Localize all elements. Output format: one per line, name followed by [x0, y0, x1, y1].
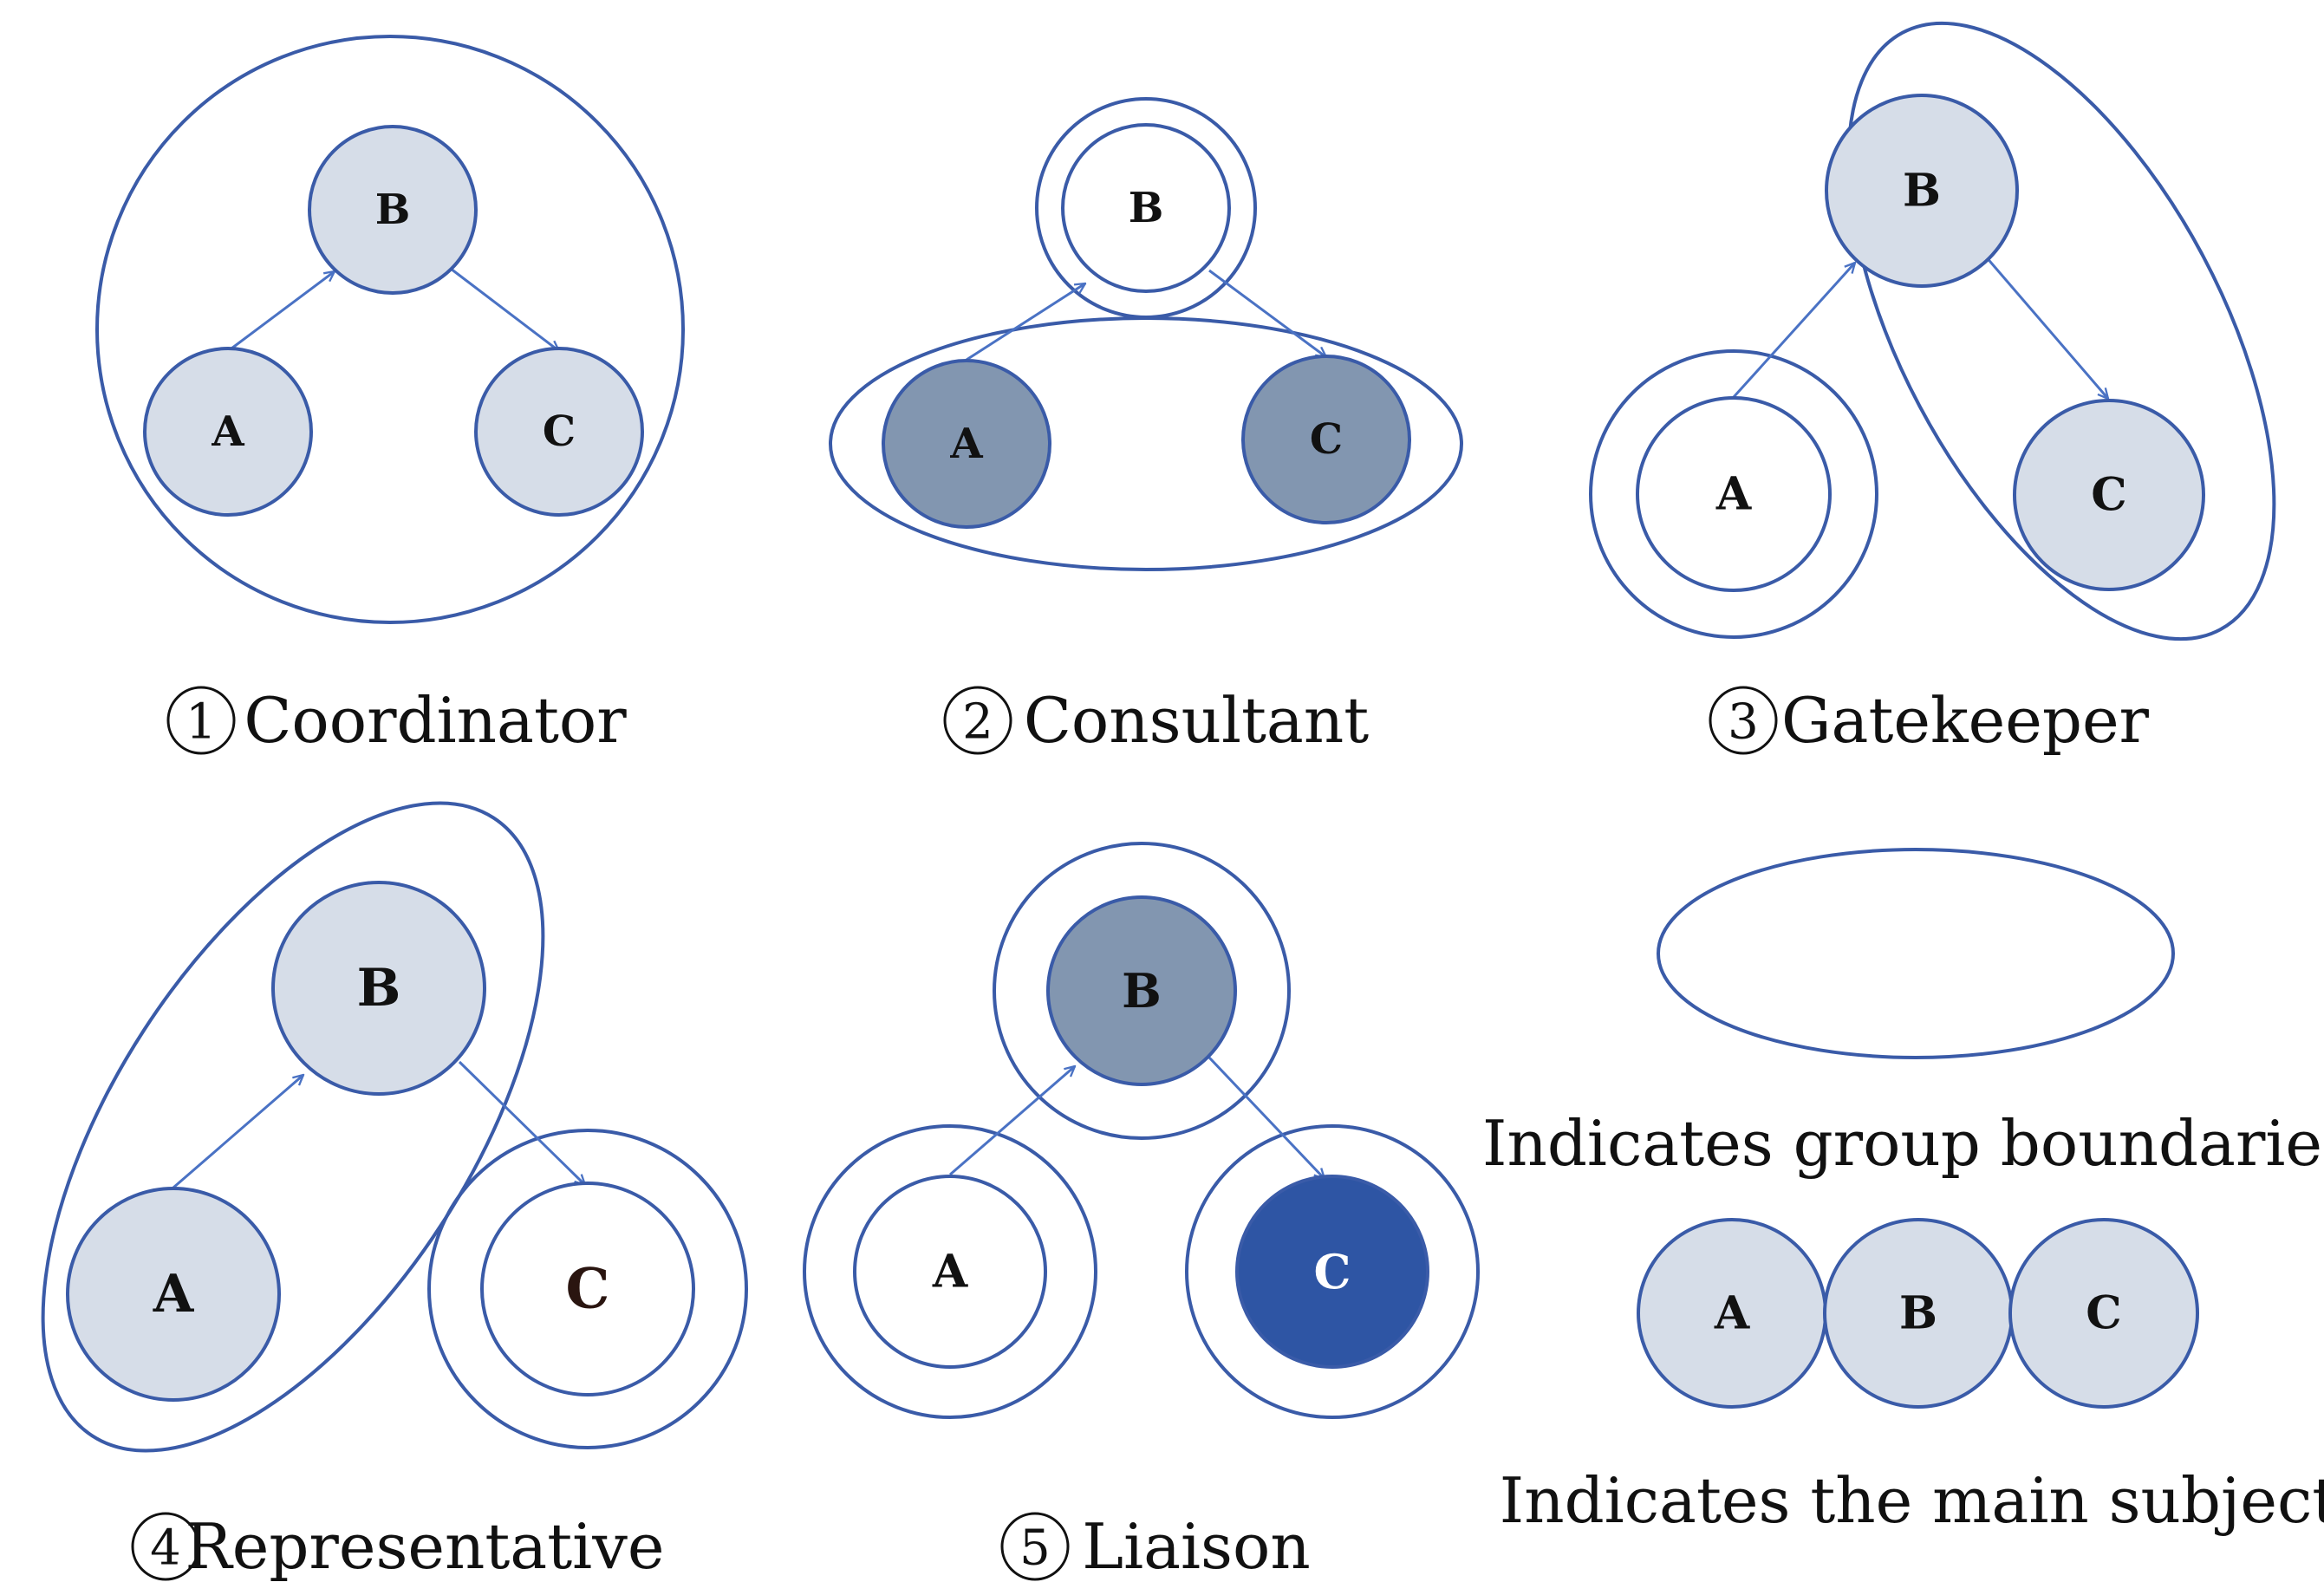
number-circle — [166, 686, 236, 755]
legend-node-b: B — [1823, 1218, 2014, 1409]
caption-label: Consultant — [1024, 684, 1369, 757]
node-b: B — [1825, 94, 2019, 288]
legend-group-caption: Indicates group boundaries — [1482, 1107, 2324, 1180]
node-a: A — [1636, 396, 1832, 592]
legend-node-c: C — [2008, 1218, 2199, 1409]
legend-node-a: A — [1637, 1218, 1827, 1409]
arrow-b-to-c — [1208, 269, 1326, 357]
node-b: B — [1061, 123, 1231, 293]
caption-consultant: 2 Consultant — [943, 684, 1369, 757]
caption-representative: 4 Representative — [131, 1510, 665, 1583]
group-boundary-ac — [829, 316, 1463, 571]
node-label-a: A — [932, 1246, 968, 1299]
legend-node-label-b: B — [1899, 1287, 1937, 1340]
node-label-c: C — [566, 1257, 610, 1322]
group-boundary-c — [1185, 1124, 1480, 1419]
node-label-b: B — [1903, 165, 1941, 218]
caption-number: 2 — [962, 694, 993, 751]
node-label-a: A — [949, 420, 983, 468]
caption-number: 5 — [1019, 1520, 1051, 1577]
number-circle — [1000, 1512, 1070, 1581]
caption-label: Coordinator — [244, 684, 627, 757]
arrow-b-to-c — [1983, 255, 2108, 399]
node-b: B — [271, 881, 486, 1096]
arrow-a-to-b — [966, 283, 1085, 361]
group-boundary-a — [803, 1124, 1097, 1419]
node-a: A — [143, 347, 313, 517]
number-circle — [131, 1512, 200, 1581]
group-boundary — [95, 35, 685, 624]
arrow-b-to-c — [458, 1060, 585, 1185]
panel-liaison: B A C 5 Liaison — [803, 842, 1480, 1583]
node-c: C — [1235, 1175, 1429, 1369]
arrow-a-to-b — [1732, 263, 1855, 399]
caption-label: Representative — [186, 1510, 665, 1583]
node-label-c: C — [1314, 1244, 1351, 1299]
caption-label: Liaison — [1082, 1510, 1310, 1583]
group-boundary-bc — [1846, 21, 2276, 641]
node-b: B — [1046, 895, 1237, 1086]
caption-number: 4 — [150, 1520, 181, 1577]
node-c: C — [474, 347, 644, 517]
group-boundary-c — [427, 1129, 748, 1449]
node-c: C — [480, 1182, 695, 1396]
node-a: A — [853, 1175, 1047, 1369]
legend-group-ellipse — [1657, 848, 2175, 1059]
group-boundary-b — [993, 842, 1291, 1140]
arrow-a-to-b — [949, 1066, 1075, 1176]
node-label-b: B — [1129, 184, 1164, 232]
node-label-a: A — [1715, 468, 1752, 521]
arrow-b-to-c — [1208, 1056, 1325, 1179]
node-label-a: A — [153, 1264, 195, 1325]
node-label-a: A — [211, 407, 244, 456]
caption-number: 3 — [1728, 694, 1759, 751]
node-c: C — [2013, 399, 2205, 591]
node-label-c: C — [543, 407, 576, 456]
group-boundary-a — [1589, 349, 1878, 639]
legend-node-label-c: C — [2086, 1287, 2121, 1340]
node-c: C — [1241, 355, 1411, 524]
node-a: A — [66, 1187, 281, 1402]
legend-node-label-a: A — [1714, 1287, 1750, 1340]
panel-consultant: B A C 2 Consultant — [829, 97, 1463, 757]
panel-coordinator: B A C 1 Coordinator — [95, 35, 685, 757]
panel-gatekeeper: A B C 3 Gatekeeper — [1589, 21, 2276, 757]
caption-number: 1 — [186, 694, 217, 751]
caption-coordinator: 1 Coordinator — [166, 684, 627, 757]
arrow-a-to-b — [173, 1075, 303, 1189]
node-label-b: B — [357, 958, 401, 1019]
group-boundary-ab — [41, 801, 545, 1453]
node-b: B — [308, 125, 478, 295]
number-circle — [943, 686, 1012, 755]
node-a: A — [882, 359, 1051, 529]
caption-gatekeeper: 3 Gatekeeper — [1709, 684, 2150, 757]
legend: Indicates group boundaries A B C Indicat… — [1482, 848, 2324, 1537]
arrow-a-to-b — [227, 271, 335, 353]
legend-subject-caption: Indicates the main subject — [1500, 1464, 2324, 1537]
arrow-b-to-c — [450, 267, 559, 351]
number-circle — [1709, 686, 1778, 755]
caption-liaison: 5 Liaison — [1000, 1510, 1311, 1583]
node-label-b: B — [1122, 963, 1162, 1019]
panel-representative: B A C 4 Representative — [41, 801, 748, 1583]
node-label-c: C — [2091, 469, 2126, 522]
node-label-c: C — [1310, 415, 1343, 464]
node-label-b: B — [375, 186, 411, 234]
caption-label: Gatekeeper — [1781, 684, 2150, 757]
